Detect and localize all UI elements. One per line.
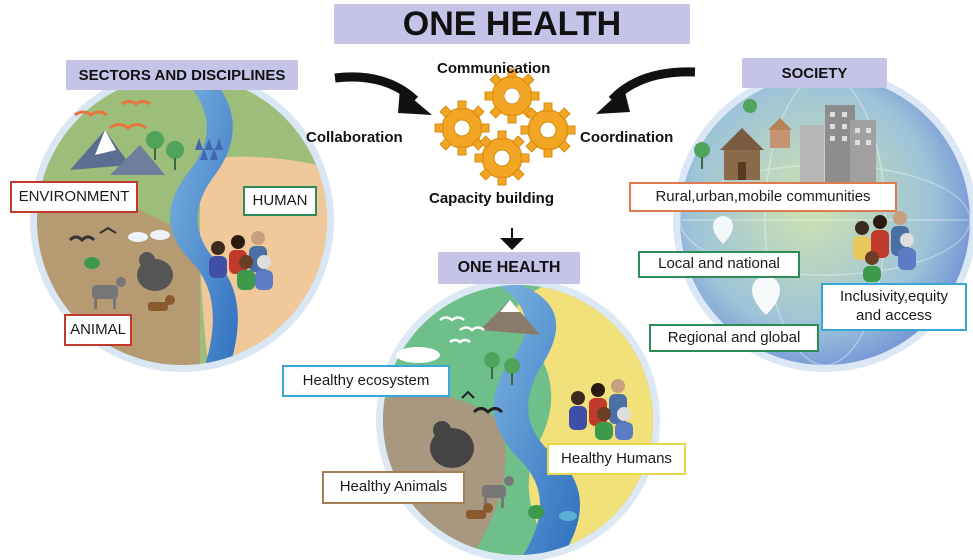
communities-label: Rural,urban,mobile communities (629, 182, 897, 212)
healthy-ecosystem-label: Healthy ecosystem (282, 365, 450, 397)
one-health-circle (376, 278, 660, 560)
local-national-label: Local and national (638, 251, 800, 278)
communication-label: Communication (437, 60, 551, 77)
page-title: ONE HEALTH (402, 4, 622, 43)
title-banner: ONE HEALTH (334, 4, 690, 44)
regional-global-label: Regional and global (649, 324, 819, 352)
human-label: HUMAN (243, 186, 317, 216)
one-health-heading: ONE HEALTH (438, 252, 580, 284)
arrow-left-icon (334, 72, 432, 115)
coordination-label: Coordination (580, 129, 674, 146)
sectors-heading: SECTORS AND DISCIPLINES (66, 60, 298, 90)
environment-label: ENVIRONMENT (10, 181, 138, 213)
people-group-right (853, 211, 916, 282)
capacity-building-label: Capacity building (429, 190, 555, 207)
gears-icon (434, 68, 576, 186)
people-group-bottom (569, 379, 633, 440)
collaboration-label: Collaboration (306, 129, 403, 146)
healthy-animals-label: Healthy Animals (322, 471, 465, 504)
animal-label: ANIMAL (64, 314, 132, 346)
society-heading: SOCIETY (742, 58, 887, 88)
arrow-down-icon (500, 228, 524, 250)
healthy-humans-label: Healthy Humans (547, 443, 686, 475)
inclusivity-label: Inclusivity,equity and access (821, 283, 967, 331)
people-group-left (209, 231, 273, 290)
arrow-right-icon (596, 67, 696, 114)
